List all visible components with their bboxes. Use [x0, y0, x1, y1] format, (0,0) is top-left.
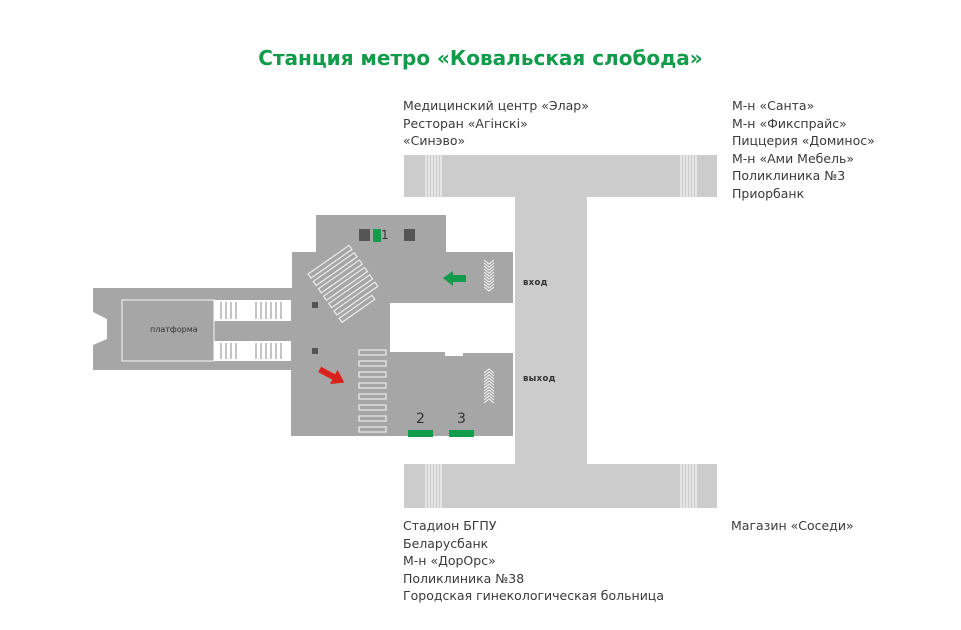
- poi-item: «Синэво»: [403, 133, 466, 149]
- poi-item: Поликлиника №3: [732, 168, 846, 184]
- elevator-2-label: 2: [416, 411, 425, 427]
- elevator-3-label: 3: [457, 411, 466, 427]
- platform-label: платформа: [150, 325, 198, 334]
- poi-item: Ресторан «Агінскі»: [403, 115, 528, 131]
- entrance-chevrons: [483, 259, 495, 292]
- poi-item: Беларусбанк: [403, 535, 489, 551]
- underpass: [404, 155, 717, 508]
- entrance-label: вход: [523, 278, 548, 288]
- poi-item: Стадион БГПУ: [403, 518, 497, 533]
- exit-chevrons: [483, 368, 495, 404]
- poi-item: М-н «Санта»: [732, 98, 815, 113]
- poi-list-north-west: Медицинский центр «Элар» Ресторан «Агінс…: [403, 97, 589, 150]
- exit-label: выход: [523, 374, 556, 384]
- elevator-1-label: 1: [381, 228, 389, 242]
- elevator-1-marker: [373, 229, 381, 242]
- elevator-2-marker: [408, 430, 433, 437]
- poi-item: Приорбанк: [732, 185, 805, 201]
- diagonal-stairs: [307, 244, 379, 324]
- lower-stairs: [358, 349, 387, 433]
- poi-list-south-east: Магазин «Соседи»: [731, 517, 854, 535]
- platform: [121, 299, 215, 362]
- poi-list-north-east: М-н «Санта» М-н «Фикспрайс» Пиццерия «До…: [732, 97, 875, 203]
- poi-item: М-н «ДорОрс»: [403, 553, 496, 569]
- columns: [312, 229, 415, 354]
- poi-item: Поликлиника №38: [403, 570, 525, 586]
- underpass-stairs: [425, 155, 697, 508]
- page-title: Станция метро «Ковальская слобода»: [258, 46, 703, 70]
- platform-stairs: [214, 300, 291, 361]
- poi-item: Медицинский центр «Элар»: [403, 98, 589, 113]
- poi-item: М-н «Ами Мебель»: [732, 150, 855, 166]
- poi-item: Городская гинекологическая больница: [403, 588, 664, 604]
- elevator-3-marker: [449, 430, 474, 437]
- exit-arrow-icon: [318, 366, 345, 385]
- poi-list-south-west: Стадион БГПУ Беларусбанк М-н «ДорОрс» По…: [403, 517, 664, 605]
- poi-item: Пиццерия «Доминос»: [732, 133, 875, 149]
- poi-item: М-н «Фикспрайс»: [732, 115, 847, 131]
- station-hall: [93, 215, 513, 436]
- poi-item: Магазин «Соседи»: [731, 518, 854, 533]
- elevator-markers: [373, 229, 474, 437]
- entrance-arrow-icon: [443, 271, 466, 286]
